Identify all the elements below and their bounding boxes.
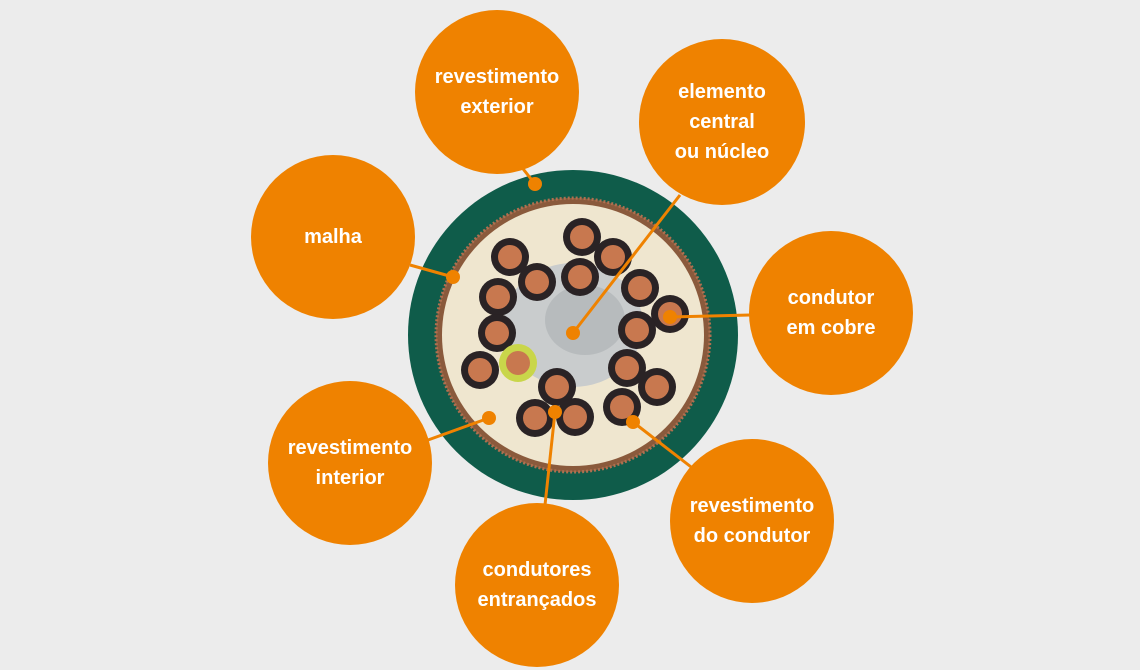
copper-conductor-marker-dot	[663, 310, 677, 324]
central-element-marker-dot	[566, 326, 580, 340]
inner-sheath-marker-dot	[482, 411, 496, 425]
copper-strands	[525, 270, 549, 294]
copper-strands	[468, 358, 492, 382]
copper-strands	[645, 375, 669, 399]
central-element-label: elemento central ou núcleo	[639, 39, 805, 205]
copper-strands	[563, 405, 587, 429]
conductor-insulation-label: revestimento do condutor	[670, 439, 834, 603]
copper-conductor-label: condutor em cobre	[749, 231, 913, 395]
outer-jacket-marker-dot	[528, 177, 542, 191]
copper-strands	[570, 225, 594, 249]
copper-strands	[485, 321, 509, 345]
inner-sheath-leader-line	[427, 416, 490, 442]
outer-jacket-label: revestimento exterior	[415, 10, 579, 174]
copper-strands	[628, 276, 652, 300]
copper-strands	[523, 406, 547, 430]
copper-strands	[486, 285, 510, 309]
braid-marker-dot	[446, 270, 460, 284]
conductor-insulation-marker-dot	[626, 415, 640, 429]
braid-leader-line	[409, 263, 454, 279]
stranded-conductors-label: condutores entrançados	[455, 503, 619, 667]
stranded-conductors-leader-line	[543, 411, 557, 506]
conductor-insulation-leader-line	[632, 420, 696, 472]
leader-lines	[409, 164, 751, 506]
copper-strands	[625, 318, 649, 342]
central-element-leader-line	[571, 194, 682, 334]
inner-sheath-label: revestimento interior	[268, 381, 432, 545]
stranded-conductors-marker-dot	[548, 405, 562, 419]
copper-strands	[601, 245, 625, 269]
copper-strands	[545, 375, 569, 399]
copper-strands	[498, 245, 522, 269]
copper-conductor-leader-line	[669, 313, 751, 319]
copper-strands	[506, 351, 530, 375]
copper-strands	[568, 265, 592, 289]
conductors	[461, 218, 689, 437]
central-element-shade	[545, 285, 625, 355]
copper-strands	[610, 395, 634, 419]
copper-strands	[615, 356, 639, 380]
braid-label: malha	[251, 155, 415, 319]
